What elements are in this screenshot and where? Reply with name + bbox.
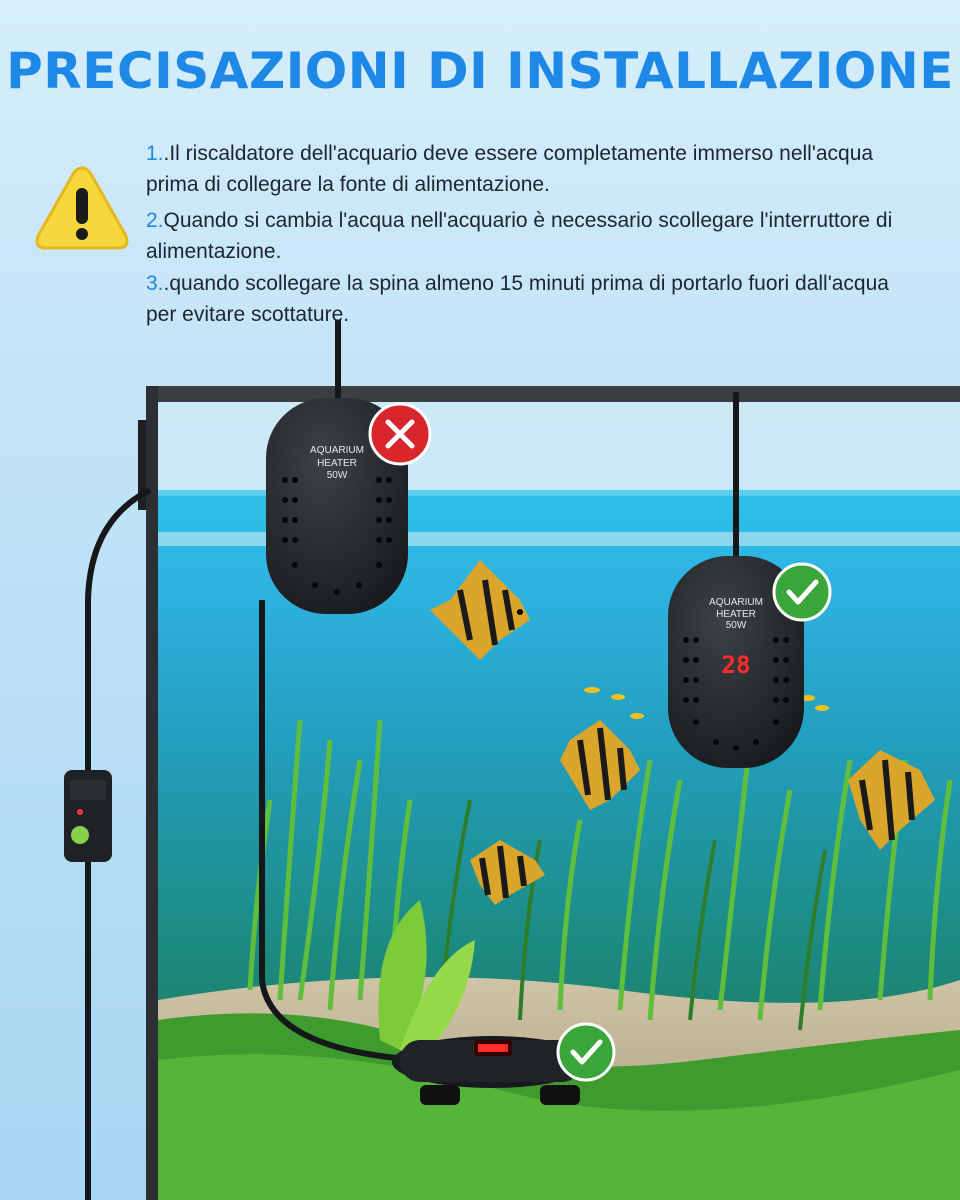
tank-edge xyxy=(146,386,158,1200)
svg-text:HEATER: HEATER xyxy=(317,458,357,469)
tank-rim xyxy=(146,386,960,402)
rule-1: 1..Il riscaldatore dell'acquario deve es… xyxy=(146,142,874,196)
angelfish xyxy=(848,750,935,850)
power-cables xyxy=(85,320,739,1200)
svg-text:AQUARIUM: AQUARIUM xyxy=(709,597,763,608)
svg-text:50W: 50W xyxy=(327,470,348,481)
angelfish xyxy=(560,720,640,810)
temperature-display: 28 xyxy=(722,651,751,679)
svg-text:AQUARIUM: AQUARIUM xyxy=(310,445,364,456)
heater-wrong-position: AQUARIUM HEATER 50W xyxy=(266,398,408,614)
warning-icon xyxy=(35,166,129,250)
rule-2: 2.Quando si cambia l'acqua nell'acquario… xyxy=(146,209,893,263)
wrong-mark-icon xyxy=(368,402,432,466)
svg-text:50W: 50W xyxy=(726,620,747,631)
heater-correct-position: AQUARIUM HEATER 50W 28 xyxy=(668,556,804,768)
angelfish xyxy=(470,840,545,905)
page-title: PRECISAZIONI DI INSTALLAZIONE xyxy=(6,42,954,100)
heater-bottom-position xyxy=(392,1036,592,1105)
rule-3: 3..quando scollegare la spina almeno 15 … xyxy=(146,272,889,326)
angelfish xyxy=(430,560,530,660)
svg-text:HEATER: HEATER xyxy=(716,609,756,620)
correct-mark-icon xyxy=(772,562,832,622)
small-fish-school xyxy=(584,687,829,719)
power-controller xyxy=(64,770,112,862)
correct-mark-icon xyxy=(556,1022,616,1082)
